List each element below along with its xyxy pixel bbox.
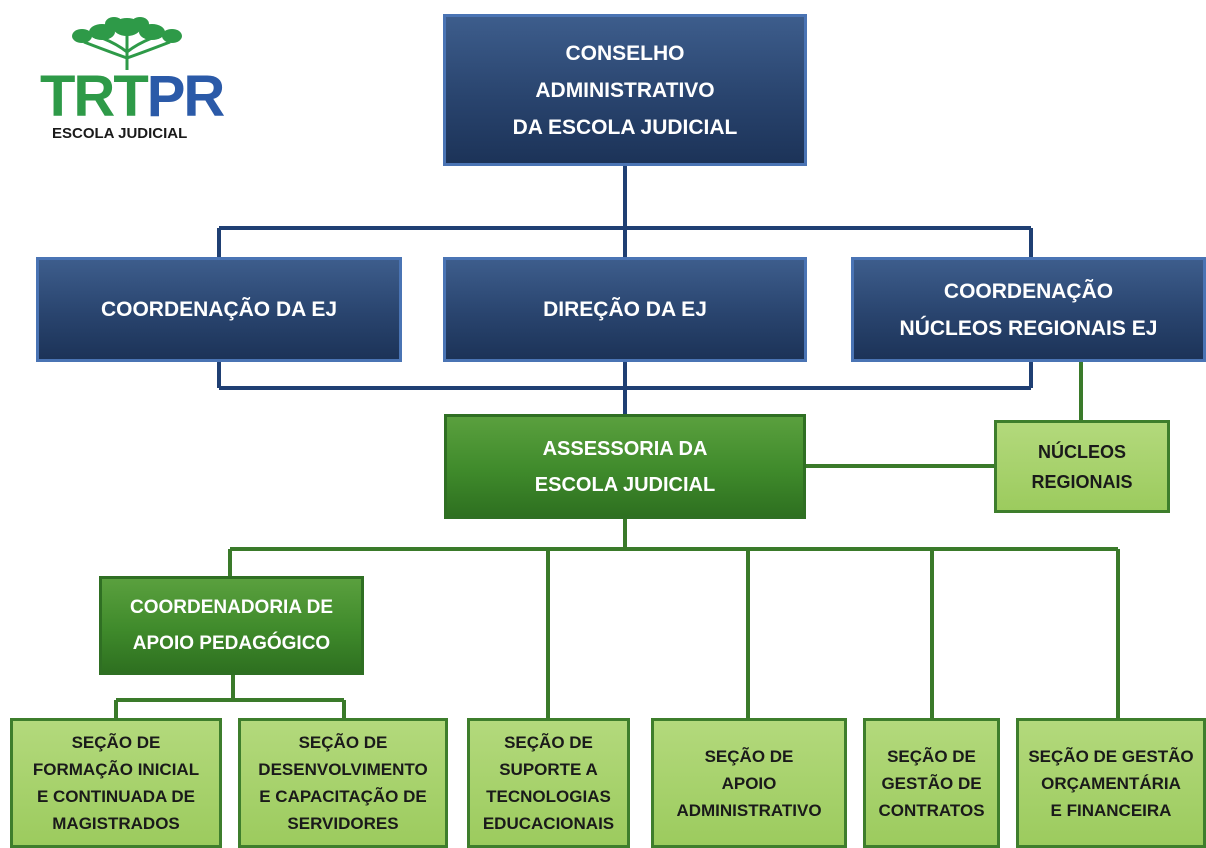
node-coordenadoria-apoio: COORDENADORIA DE APOIO PEDAGÓGICO [99,576,364,675]
node-secao-contratos-line: GESTÃO DE [881,773,982,793]
node-direcao-ej: DIREÇÃO DA EJ [443,257,807,362]
logo-wordmark: TRTPR [40,64,226,129]
node-secao-orcamentaria-line: SEÇÃO DE GESTÃO [1028,746,1194,766]
node-secao-contratos-line: CONTRATOS [878,800,985,820]
node-secao-suporte-line: TECNOLOGIAS [486,787,611,806]
node-coord-apoio-line: APOIO PEDAGÓGICO [132,632,331,654]
node-coord-apoio-line: COORDENADORIA DE [129,596,334,618]
navy-connectors [217,166,1033,414]
node-secao-formacao-line: E CONTINUADA DE [36,787,196,806]
node-conselho-line: CONSELHO [565,41,685,65]
node-assessoria-line: ESCOLA JUDICIAL [534,473,716,496]
araucaria-tree-icon [72,17,182,70]
green-connectors [114,362,1120,718]
node-conselho-line: DA ESCOLA JUDICIAL [512,115,738,139]
node-secao-suporte-line: SUPORTE A [499,760,598,779]
node-secao-suporte: SEÇÃO DE SUPORTE A TECNOLOGIAS EDUCACION… [467,718,630,848]
node-direcao-line: DIREÇÃO DA EJ [543,298,707,321]
node-secao-formacao-line: SEÇÃO DE [71,733,161,752]
node-coordenacao-ej: COORDENAÇÃO DA EJ [36,257,402,362]
node-secao-apoio-line: SEÇÃO DE [704,746,794,766]
trtpr-logo: TRTPR ESCOLA JUDICIAL [30,12,230,147]
node-secao-apoio-administrativo: SEÇÃO DE APOIO ADMINISTRATIVO [651,718,847,848]
node-secao-apoio-line: ADMINISTRATIVO [676,800,822,820]
node-secao-orcamentaria-line: ORÇAMENTÁRIA [1041,773,1181,793]
logo-wordmark-trt: TRT [40,64,149,129]
node-assessoria-line: ASSESSORIA DA [542,437,708,460]
node-conselho-line: ADMINISTRATIVO [535,78,715,102]
node-secao-formacao: SEÇÃO DE FORMAÇÃO INICIAL E CONTINUADA D… [10,718,222,848]
node-secao-suporte-line: SEÇÃO DE [504,733,593,752]
node-assessoria: ASSESSORIA DA ESCOLA JUDICIAL [444,414,806,519]
node-nucleos-line: REGIONAIS [1031,471,1133,492]
node-secao-formacao-line: MAGISTRADOS [52,814,180,833]
node-secao-desenvolvimento-line: SEÇÃO DE [298,733,388,752]
node-secao-contratos: SEÇÃO DE GESTÃO DE CONTRATOS [863,718,1000,848]
node-secao-formacao-line: FORMAÇÃO INICIAL [32,760,200,779]
node-secao-orcamentaria: SEÇÃO DE GESTÃO ORÇAMENTÁRIA E FINANCEIR… [1016,718,1206,848]
node-secao-contratos-line: SEÇÃO DE [887,746,976,766]
node-coord-nucleos-line: NÚCLEOS REGIONAIS EJ [899,316,1158,340]
logo-wordmark-pr: PR [146,64,226,129]
node-secao-desenvolvimento: SEÇÃO DE DESENVOLVIMENTO E CAPACITAÇÃO D… [238,718,448,848]
node-coordenacao-nucleos: COORDENAÇÃO NÚCLEOS REGIONAIS EJ [851,257,1206,362]
node-conselho: CONSELHO ADMINISTRATIVO DA ESCOLA JUDICI… [443,14,807,166]
node-nucleos-regionais: NÚCLEOS REGIONAIS [994,420,1170,513]
node-coordenacao-line: COORDENAÇÃO DA EJ [100,298,338,321]
node-secao-apoio-line: APOIO [721,773,777,793]
logo-subtitle: ESCOLA JUDICIAL [52,125,188,142]
node-secao-suporte-line: EDUCACIONAIS [482,814,615,833]
node-nucleos-line: NÚCLEOS [1037,441,1126,462]
node-secao-orcamentaria-line: E FINANCEIRA [1050,800,1172,820]
node-coord-nucleos-line: COORDENAÇÃO [943,279,1114,303]
node-secao-desenvolvimento-line: DESENVOLVIMENTO [258,760,428,779]
node-secao-desenvolvimento-line: SERVIDORES [287,814,399,833]
node-secao-desenvolvimento-line: E CAPACITAÇÃO DE [259,787,427,806]
